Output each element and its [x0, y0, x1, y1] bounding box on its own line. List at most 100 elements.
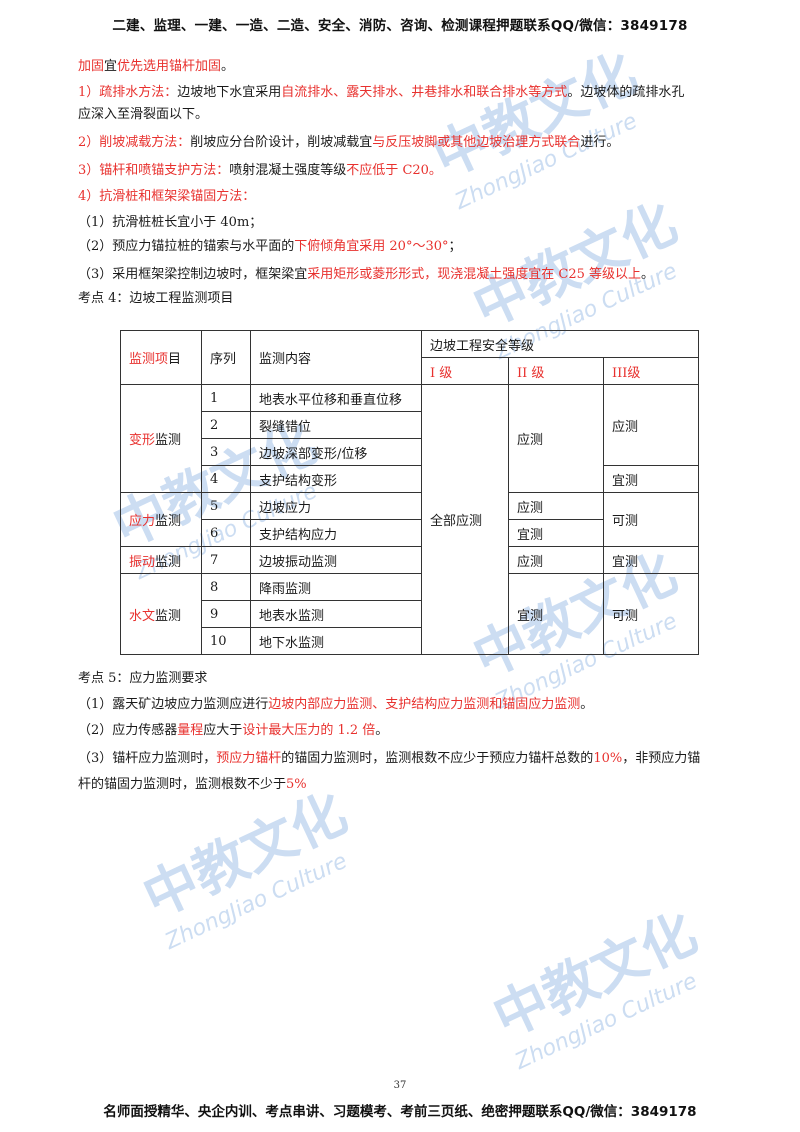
level-3-cell: 可测 — [603, 492, 699, 547]
level-2-cell: 应测 — [508, 492, 604, 520]
group-hydrology: 水文监测 — [120, 573, 202, 655]
group-stress: 应力监测 — [120, 492, 202, 547]
emphasis-text: 1）疏排水方法： — [78, 85, 178, 100]
table-row: 应力监测 5 边坡应力 应测 可测 — [120, 492, 699, 547]
table-header-level-2: II 级 — [508, 357, 604, 385]
content-cell: 地下水监测 — [250, 627, 422, 655]
table-header-item: 监测项目 — [120, 330, 202, 385]
body-text: 进行。 — [580, 135, 620, 150]
paragraph: 应深入至滑裂面以下。 — [78, 107, 209, 122]
seq-cell: 1 — [201, 384, 251, 412]
table-header-level: 边坡工程安全等级 — [421, 330, 699, 358]
emphasis-text: 5% — [286, 777, 307, 792]
emphasis-text: 下俯倾角宜采用 20°～30° — [294, 239, 449, 254]
content-cell: 支护结构变形 — [250, 465, 422, 493]
body-text: 的锚固力监测时，监测根数不应少于预应力锚杆总数的 — [281, 751, 594, 766]
emphasis-text: 采用矩形或菱形形式，现浇混凝土强度宜在 C25 等级以上 — [307, 267, 642, 282]
body-text: （2）应力传感器 — [78, 723, 178, 738]
body-text: ； — [448, 239, 462, 254]
level-2-cell: 宜测 — [508, 519, 604, 547]
paragraph: 3）锚杆和喷锚支护方法：喷射混凝土强度等级不应低于 C20。 — [78, 162, 728, 188]
page-header: 二建、监理、一建、一造、二造、安全、消防、咨询、检测课程押题联系QQ/微信：38… — [112, 18, 688, 34]
emphasis-text: 应力 — [129, 514, 156, 529]
body-text: 削坡应分台阶设计，削坡减载宜 — [190, 135, 373, 150]
emphasis-text: 2）削坡减载方法： — [78, 135, 191, 150]
content-cell: 边坡应力 — [250, 492, 422, 520]
content-cell: 地表水平位移和垂直位移 — [250, 384, 422, 412]
seq-cell: 8 — [201, 573, 251, 601]
content-cell: 边坡振动监测 — [250, 546, 422, 574]
body-text: 边坡地下水宜采用 — [177, 85, 282, 100]
paragraph: （1）抗滑桩桩长宜小于 40m； — [78, 215, 263, 230]
emphasis-text: 不应低于 — [346, 163, 399, 178]
seq-cell: 9 — [201, 600, 251, 628]
emphasis-text: 加固 — [78, 59, 105, 74]
emphasis-text: C20。 — [398, 163, 442, 178]
body-text: 目 — [168, 352, 182, 367]
paragraph: 杆的锚固力监测时，监测根数不少于5% — [78, 776, 728, 802]
table-row: 变形监测 1 地表水平位移和垂直位移 全部应测 应测 应测 — [120, 384, 699, 655]
emphasis-text: 自流排水、露天排水、井巷排水和联合排水等方式 — [281, 85, 568, 100]
body-text: 监测 — [155, 554, 182, 570]
page-number: 37 — [393, 1080, 407, 1091]
emphasis-text: 优先选用锚杆加固 — [117, 59, 222, 74]
table-row: 4 支护结构变形 宜测 — [121, 465, 699, 493]
group-vibration: 振动监测 — [120, 546, 202, 574]
emphasis-text: 10% — [593, 751, 623, 766]
level-3-cell: 应测 — [603, 384, 699, 466]
emphasis-text: 设计最大压力的 1.2 倍 — [242, 723, 376, 738]
emphasis-text: 量程 — [177, 723, 204, 738]
emphasis-text: 3）锚杆和喷锚支护方法： — [78, 163, 230, 178]
emphasis-text: 监测项 — [129, 352, 169, 367]
emphasis-text: 水文 — [129, 608, 156, 624]
seq-cell: 2 — [201, 411, 251, 439]
page-footer: 名师面授精华、央企内训、考点串讲、习题模考、考前三页纸、绝密押题联系QQ/微信：… — [103, 1104, 697, 1120]
paragraph: 1）疏排水方法：边坡地下水宜采用自流排水、露天排水、井巷排水和联合排水等方式。边… — [78, 84, 728, 106]
emphasis-text: 振动 — [129, 554, 156, 570]
level-3-cell: 宜测 — [603, 546, 699, 574]
body-text: 。 — [641, 267, 655, 282]
table-header-level-3: III级 — [603, 357, 699, 385]
body-text: 。边坡体的疏排水孔 — [567, 85, 685, 100]
seq-cell: 7 — [201, 546, 251, 574]
emphasis-text: 预应力锚杆 — [216, 751, 282, 766]
section-heading: 考点 4：边坡工程监测项目 — [78, 291, 234, 306]
emphasis-text: 边坡内部应力监测、支护结构应力监测和锚固应力监测 — [268, 697, 581, 712]
paragraph: （2）预应力锚拉桩的锚索与水平面的下俯倾角宜采用 20°～30°； — [78, 238, 728, 266]
seq-cell: 3 — [201, 438, 251, 466]
section-heading: 考点 5：应力监测要求 — [78, 671, 208, 686]
body-text: （3）锚杆应力监测时， — [78, 751, 217, 766]
emphasis-text: 与反压坡脚或其他边坡治理方式联合 — [372, 135, 581, 150]
paragraph: （1）露天矿边坡应力监测应进行边坡内部应力监测、支护结构应力监测和锚固应力监测。 — [78, 696, 728, 722]
body-text: （1）露天矿边坡应力监测应进行 — [78, 697, 269, 712]
paragraph: 2）削坡减载方法：削坡应分台阶设计，削坡减载宜与反压坡脚或其他边坡治理方式联合进… — [78, 134, 728, 162]
body-text: 。 — [221, 59, 235, 74]
group-deformation: 变形监测 — [120, 384, 202, 493]
table-row: 3 边坡深部变形/位移 — [121, 438, 699, 466]
body-text: 监测 — [155, 514, 182, 529]
body-text: 监测 — [155, 433, 182, 448]
paragraph: （2）应力传感器量程应大于设计最大压力的 1.2 倍。 — [78, 722, 728, 750]
content-cell: 边坡深部变形/位移 — [250, 438, 422, 466]
level-1-cell: 全部应测 — [421, 384, 509, 655]
seq-cell: 10 — [201, 627, 251, 655]
body-text: 宜 — [104, 59, 118, 74]
level-2-cell: 宜测 — [508, 573, 604, 655]
body-text: 喷射混凝土强度等级 — [229, 163, 347, 178]
body-text: 监测 — [155, 608, 182, 624]
paragraph: （3）采用框架梁控制边坡时，框架梁宜采用矩形或菱形形式，现浇混凝土强度宜在 C2… — [78, 266, 728, 290]
seq-cell: 4 — [201, 465, 251, 493]
content-cell: 降雨监测 — [250, 573, 422, 601]
body-text: （3）采用框架梁控制边坡时，框架梁宜 — [78, 267, 308, 282]
body-text: 杆的锚固力监测时，监测根数不少于 — [78, 777, 287, 792]
seq-cell: 6 — [201, 519, 251, 547]
body-text: （2）预应力锚拉桩的锚索与水平面的 — [78, 239, 295, 254]
paragraph: 4）抗滑桩和框架梁锚固方法： — [78, 189, 256, 204]
level-3-cell: 宜测 — [603, 465, 699, 493]
level-3-cell: 可测 — [603, 573, 699, 655]
document-body-2: 考点 5：应力监测要求 （1）露天矿边坡应力监测应进行边坡内部应力监测、支护结构… — [78, 670, 728, 802]
body-text: 。 — [580, 697, 594, 712]
level-2-cell: 应测 — [508, 384, 604, 493]
table-row: 10 地下水监测 — [121, 627, 699, 655]
